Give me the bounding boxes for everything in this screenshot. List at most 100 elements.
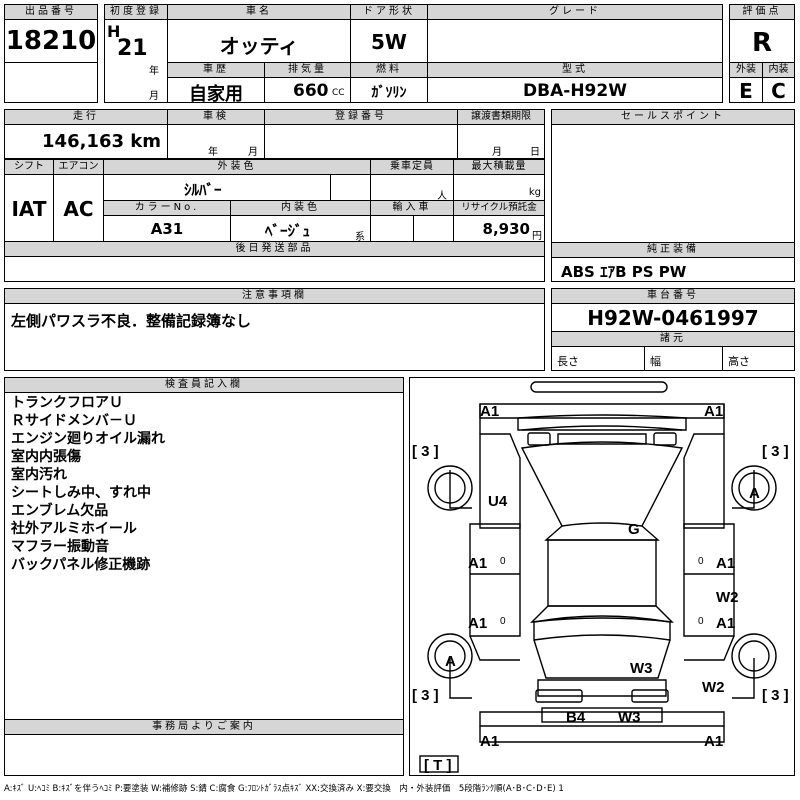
inspector-line: 室内汚れ: [11, 467, 67, 483]
transfer-month-unit: 月: [492, 147, 502, 158]
inspector-header: 検査員記入欄: [4, 377, 404, 393]
mark-wheel-fr: A: [749, 485, 760, 502]
color-no-header: カラーNo.: [103, 200, 231, 216]
inspector-line: 室内内張傷: [11, 449, 81, 465]
office-header: 事務局よりご案内: [4, 719, 404, 735]
spec-header: 諸元: [551, 331, 795, 347]
inspection-year-unit: 年: [208, 147, 218, 158]
score-cell: R: [729, 19, 795, 63]
mark-zero-r2: 0: [698, 616, 704, 627]
history-cell: 自家用: [167, 77, 265, 105]
displacement-unit: CC: [332, 88, 345, 98]
first-reg-cell: H 21 年 月: [104, 19, 168, 103]
first-reg-header: 初度登録: [104, 4, 168, 20]
import-header: 輸入車: [370, 200, 454, 216]
spec-height-label: 高さ: [728, 355, 750, 368]
ext-cell: E: [729, 77, 763, 103]
int-header: 内装: [762, 62, 795, 78]
mileage-cell: 146,163 km: [4, 124, 168, 159]
spec-length-label: 長さ: [557, 355, 579, 368]
shift-header: シフト: [4, 159, 54, 175]
lot-number-cell: 18210: [4, 19, 98, 63]
inspector-line: 社外アルミホイール: [11, 521, 137, 537]
mark-door-l2: A1: [468, 615, 487, 632]
transfer-cell: 月 日: [457, 124, 545, 159]
ac-cell: AC: [53, 174, 104, 242]
sales-points-header: セールスポイント: [551, 109, 795, 125]
reg-year: 21: [117, 36, 148, 61]
office-cell: [4, 734, 404, 776]
int-cell: C: [762, 77, 795, 103]
later-parts-header: 後日発送部品: [4, 241, 545, 257]
ext-color-header: 外装色: [103, 159, 371, 175]
door-cell: 5W: [350, 19, 428, 63]
history-header: 車歴: [167, 62, 265, 78]
chassis-number: H92W-0461997: [587, 306, 759, 330]
inspection-month-unit: 月: [248, 147, 258, 158]
int-score: C: [771, 79, 786, 103]
color-no-cell: A31: [103, 215, 231, 242]
displacement-header: 排気量: [264, 62, 351, 78]
mark-w2-a: W2: [716, 589, 739, 606]
load-unit: kg: [528, 187, 541, 198]
later-parts-cell: [4, 256, 545, 282]
mark-hood-left: U4: [488, 493, 508, 510]
inspector-line: シートしみ中、すれ中: [11, 485, 151, 501]
load-header: 最大積載量: [453, 159, 545, 175]
inspector-line: エンブレム欠品: [11, 503, 109, 519]
sales-points-cell: [551, 124, 795, 243]
chassis-header: 車台番号: [551, 288, 795, 304]
mark-tail: [ T ]: [424, 757, 452, 774]
spec-length-cell: 長さ: [551, 346, 645, 371]
model-cell: DBA-H92W: [427, 77, 723, 103]
model: DBA-H92W: [523, 81, 627, 101]
ext-color-divider: [330, 174, 331, 201]
reg-no-header: 登録番号: [264, 109, 458, 125]
displacement: 660: [293, 81, 329, 101]
spec-height-cell: 高さ: [722, 346, 795, 371]
caution-cell: 左側パワスラ不良．整備記録簿なし: [4, 303, 545, 371]
mark-rear-right: A1: [704, 733, 723, 750]
mark-corner-rr: [ 3 ]: [762, 687, 789, 704]
month-unit: 月: [149, 91, 159, 102]
mark-zero-r1: 0: [698, 556, 704, 567]
caution-text: 左側パワスラ不良．整備記録簿なし: [11, 312, 252, 330]
capacity-header: 乗車定員: [370, 159, 454, 175]
door-type: 5W: [371, 30, 407, 54]
mileage: 146,163 km: [42, 131, 161, 152]
lot-number-header: 出品番号: [4, 4, 98, 20]
inspector-line: エンジン廻りオイル漏れ: [11, 431, 165, 447]
inspector-line: Ｒサイドメンバ－Ｕ: [11, 413, 137, 429]
mark-rear-left: A1: [480, 733, 499, 750]
fuel-cell: ｶﾞｿﾘﾝ: [350, 77, 428, 103]
ext-score: E: [739, 79, 753, 103]
car-diagram: A1 A1 [ 3 ] [ 3 ] A U4 G A1 A1 W2 A1 A1 …: [412, 381, 789, 774]
history: 自家用: [189, 84, 243, 105]
ext-color-cell: ｼﾙﾊﾞｰ: [103, 174, 371, 201]
mark-door-l1: A1: [468, 555, 487, 572]
grade-cell: [427, 19, 723, 63]
era: H: [107, 22, 121, 41]
mark-corner-fl: [ 3 ]: [412, 443, 439, 460]
mark-front-right: A1: [704, 403, 723, 420]
legend-footer: A:ｷｽﾞ U:ﾍｺﾐ B:ｷｽﾞを伴うﾍｺﾐ P:要塗装 W:補修跡 S:錆 …: [4, 784, 564, 794]
mark-front-left: A1: [480, 403, 499, 420]
ac: AC: [63, 197, 94, 221]
recycle-cell: 8,930 円: [453, 215, 545, 242]
int-color: ﾍﾞｰｼﾞｭ: [265, 222, 311, 240]
score-header: 評価点: [729, 4, 795, 20]
inspection-header: 車検: [167, 109, 265, 125]
car-name-header: 車名: [167, 4, 351, 20]
mark-zero-l1: 0: [500, 556, 506, 567]
ac-header: エアコン: [53, 159, 104, 175]
score: R: [751, 28, 773, 58]
mark-w3-b: W3: [618, 709, 641, 726]
shift: IAT: [11, 197, 47, 221]
ext-header: 外装: [729, 62, 763, 78]
inspector-notes: トランクフロアＵ Ｒサイドメンバ－Ｕ エンジン廻りオイル漏れ 室内内張傷 室内汚…: [4, 392, 404, 720]
load-cell: kg: [453, 174, 545, 201]
mark-w3-a: W3: [630, 660, 653, 677]
year-unit: 年: [149, 66, 159, 77]
int-color-cell: ﾍﾞｰｼﾞｭ 系: [230, 215, 371, 243]
grade-header: グレード: [427, 4, 723, 20]
